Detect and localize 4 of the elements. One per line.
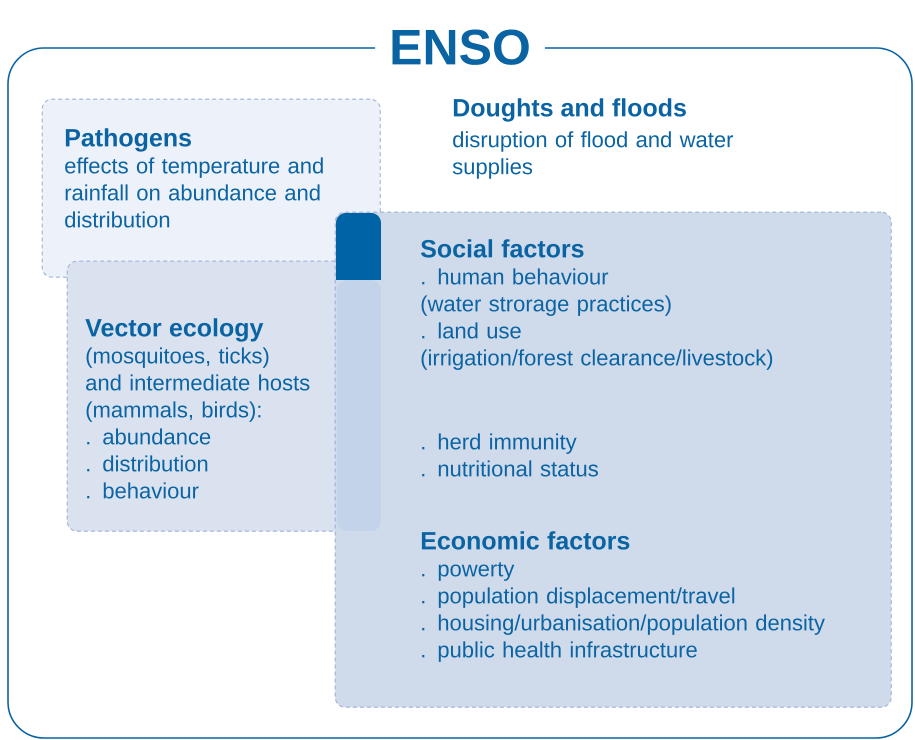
description: disruption of flood and water supplies	[452, 131, 734, 179]
title: ENSO	[375, 28, 545, 67]
heading: Doughts and floods	[454, 98, 686, 122]
dashed-box: Social factors . human behaviour (water strorage practices) . land use (irrigation/forest clearance/livestock) . herd immunity . nutritional status Economic factors . powerty . population displacement/travel . housing/urbanisation/population density . public health infrastructure	[334, 212, 892, 708]
